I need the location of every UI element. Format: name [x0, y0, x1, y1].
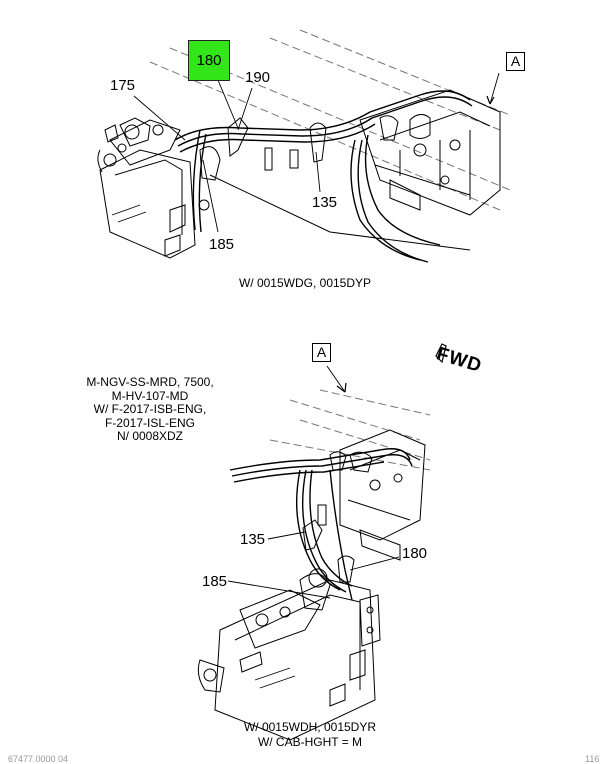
callout-190[interactable]: 190	[245, 69, 271, 86]
callout-185-bottom[interactable]: 185	[202, 573, 228, 590]
callout-180-highlighted[interactable]: 180	[188, 40, 230, 81]
callout-185-top[interactable]: 185	[209, 236, 235, 253]
top-wire-harness	[174, 90, 473, 263]
bottom-wire-harness	[229, 448, 413, 601]
callout-180-bottom[interactable]: 180	[402, 545, 428, 562]
footer-drawing-number: 67477 0000 04	[8, 754, 69, 764]
bottom-frame-rails	[269, 389, 431, 561]
fwd-arrow-icon	[435, 343, 447, 364]
caption-line: W/ 0015WDH, 0015DYR	[243, 720, 377, 734]
note-line: N/ 0008XDZ	[116, 429, 184, 443]
view-marker-a-top: A	[506, 52, 525, 71]
note-line: M-NGV-SS-MRD, 7500,	[86, 375, 214, 389]
bottom-engine-bracket	[197, 568, 381, 741]
top-leader-lines	[133, 72, 500, 233]
callout-135-top[interactable]: 135	[312, 194, 338, 211]
caption-line: W/ CAB-HGHT = M	[257, 735, 363, 749]
bottom-leader-lines	[227, 365, 400, 599]
note-line: M-HV-107-MD	[111, 388, 189, 403]
bottom-view-caption: W/ 0015WDH, 0015DYR W/ CAB-HGHT = M	[200, 720, 420, 750]
top-clamps	[227, 115, 399, 171]
callout-135-bottom[interactable]: 135	[240, 531, 266, 548]
note-line: W/ F-2017-ISB-ENG,	[93, 402, 207, 416]
footer-page-number: 116	[585, 754, 600, 764]
bottom-clamps	[302, 451, 355, 583]
top-engine-bracket	[97, 117, 221, 259]
view-marker-a-bottom: A	[312, 343, 331, 362]
applicability-note: M-NGV-SS-MRD, 7500, M-HV-107-MD W/ F-201…	[55, 375, 245, 444]
note-line: F-2017-ISL-ENG	[104, 415, 196, 430]
top-frame-rails	[149, 29, 511, 251]
top-view-caption: W/ 0015WDG, 0015DYP	[238, 276, 372, 290]
callout-175[interactable]: 175	[110, 77, 136, 94]
